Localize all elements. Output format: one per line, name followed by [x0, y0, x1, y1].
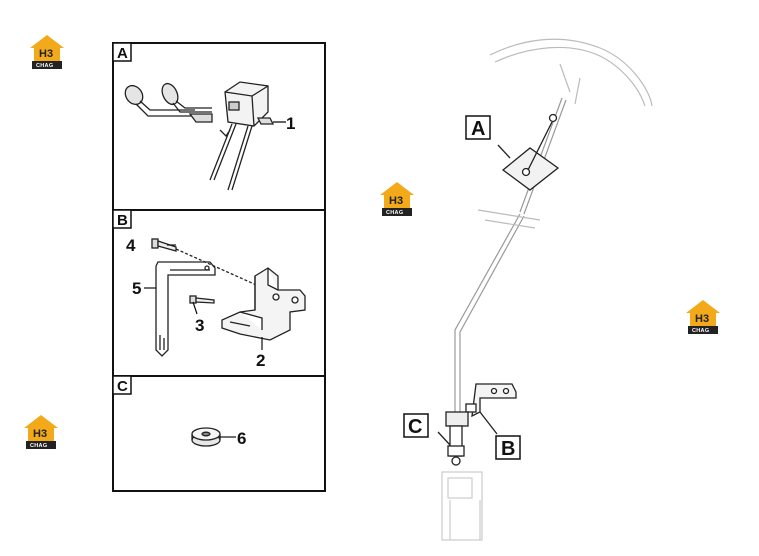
- callout-4: 4: [126, 236, 136, 255]
- svg-text:CHAG: CHAG: [386, 210, 403, 216]
- h3-chag-logo-icon: H3 CHAG: [30, 35, 64, 69]
- h3-chag-logo-icon: H3 CHAG: [380, 182, 414, 216]
- svg-text:H3: H3: [389, 195, 403, 207]
- svg-text:CHAG: CHAG: [36, 63, 53, 69]
- panel-c-label: C: [117, 378, 128, 395]
- callout-5: 5: [132, 279, 141, 298]
- h3-chag-logo-icon: H3 CHAG: [24, 415, 58, 449]
- switch-assembly-illustration: [124, 81, 275, 191]
- callout-2: 2: [256, 351, 265, 370]
- callout-6: 6: [237, 429, 246, 448]
- main-label-b: B: [501, 438, 515, 460]
- svg-text:H3: H3: [695, 313, 709, 325]
- panel-c: C 6: [112, 375, 326, 492]
- panel-b: B 4 5 3 2: [112, 209, 326, 377]
- main-label-c: C: [408, 416, 422, 438]
- steering-column-illustration: [441, 38, 653, 541]
- panel-a-label: A: [117, 45, 128, 62]
- main-label-a: A: [471, 118, 485, 140]
- svg-text:H3: H3: [33, 428, 47, 440]
- bracket-assembly-illustration: [151, 238, 306, 357]
- panel-a: A 1: [112, 42, 326, 211]
- washer-illustration: [191, 427, 221, 447]
- svg-text:CHAG: CHAG: [692, 328, 709, 334]
- detail-a-marker: [497, 113, 560, 191]
- svg-text:CHAG: CHAG: [30, 443, 47, 449]
- detail-c-marker: [437, 411, 469, 466]
- callout-1: 1: [286, 114, 295, 133]
- callout-3: 3: [195, 316, 204, 335]
- detail-b-marker: [465, 383, 517, 435]
- svg-text:H3: H3: [39, 48, 53, 60]
- panel-b-label: B: [117, 212, 128, 229]
- h3-chag-logo-icon: H3 CHAG: [686, 300, 720, 334]
